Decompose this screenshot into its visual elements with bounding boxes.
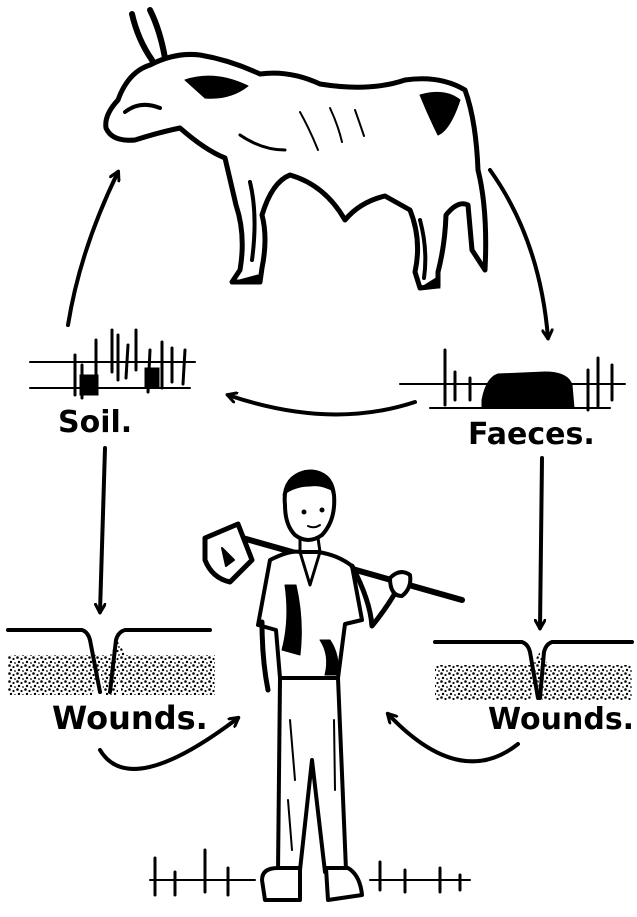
soil-label: Soil.	[58, 408, 132, 438]
arrow-icon	[100, 448, 105, 612]
faeces-patch	[400, 350, 625, 410]
wound-left	[8, 630, 215, 695]
wounds-label-left: Wounds.	[52, 702, 208, 734]
arrow-icon	[540, 458, 542, 628]
faeces-label: Faeces.	[468, 420, 595, 450]
arrow-icon	[490, 170, 548, 338]
wounds-label-right: Wounds.	[488, 705, 634, 735]
cow-illustration	[106, 10, 486, 288]
wound-right	[435, 642, 632, 700]
soil-patch	[30, 330, 195, 398]
arrow-icon	[68, 172, 118, 325]
arrow-icon	[228, 395, 415, 414]
